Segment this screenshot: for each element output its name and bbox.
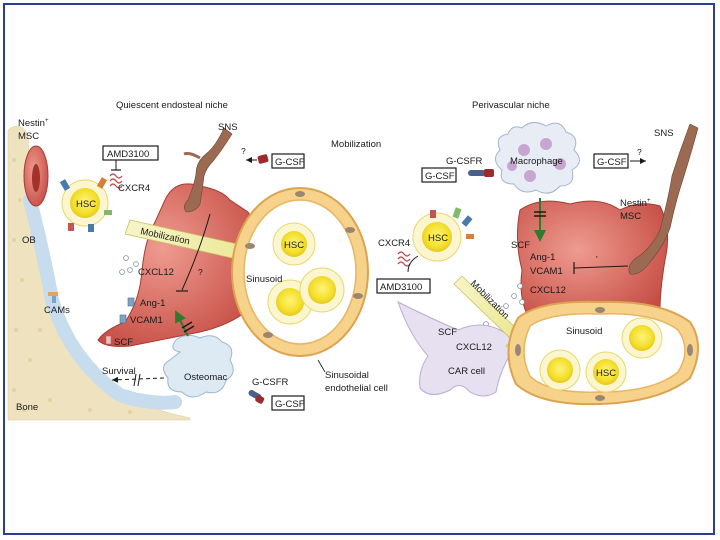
amd3100-box-left [102, 145, 159, 161]
mobilization-title: Mobilization [331, 139, 381, 150]
sns-nerve-left [184, 127, 233, 213]
hsc-cell-sinusoid-right-2 [585, 351, 627, 393]
macrophage-cell [495, 122, 580, 194]
cams-label: CAMs [44, 305, 70, 316]
gcsf-icon-left-top [257, 154, 269, 164]
hsc-cell-sinusoid-right-3 [621, 317, 663, 359]
sinusoidal-endo-label-2: endothelial cell [325, 383, 388, 394]
sinusoid-hsc-label-left: HSC [284, 240, 304, 251]
sinusoid-vessel-left [231, 187, 369, 357]
right-panel: Perivascular niche Macrophage G-CSFR G-C… [376, 100, 699, 406]
gcsf-box-right-right [593, 153, 629, 169]
sinusoid-label-left: Sinusoid [246, 274, 282, 285]
chemokine-dots-left [119, 255, 139, 275]
hsc-cell-sinusoid-left-3 [299, 267, 345, 313]
macrophage-label: Macrophage [510, 156, 563, 167]
gcsf-box-left-top [271, 153, 305, 169]
scf-label-right-top: SCF [511, 240, 530, 251]
survival-label: Survival [102, 366, 136, 377]
hsc-cell-sinusoid-right-1 [539, 349, 581, 391]
right-panel-title: Perivascular niche [472, 100, 550, 111]
inhibit-tick: ' [596, 254, 598, 264]
gcsf-label-right-right: G-CSF [597, 157, 627, 168]
left-panel: Nestin+ MSC OB CAMs Bone Quiescent endos… [7, 100, 388, 421]
amd3100-label-right: AMD3100 [380, 282, 422, 293]
hsc-label-left: HSC [76, 199, 96, 210]
sns-nerve-right [628, 123, 699, 275]
car-cell [397, 300, 515, 397]
bone-texture [12, 158, 132, 414]
gcsf-label-left-bottom: G-CSF [275, 399, 305, 410]
ligand-icons-left [105, 297, 135, 345]
cxcl12-label-right-top: CXCL12 [530, 285, 566, 296]
nestin-msc-label: Nestin+ [18, 118, 49, 129]
left-panel-title: Quiescent endosteal niche [116, 100, 228, 111]
vcam1-label-right: VCAM1 [530, 266, 563, 277]
q-label-left-2: ? [198, 267, 203, 277]
gcsfr-label-right: G-CSFR [446, 156, 483, 167]
bone-label: Bone [16, 402, 38, 413]
gcsf-label-left-top: G-CSF [275, 157, 305, 168]
osteomac-label: Osteomac [184, 372, 228, 383]
msc-label: MSC [18, 131, 39, 142]
car-cell-label: CAR cell [448, 366, 485, 377]
amd3100-box-right [376, 278, 431, 294]
nestin-msc-large-right [516, 200, 669, 325]
hsc-cell-left [59, 177, 112, 232]
msc-label-right: MSC [620, 211, 641, 222]
nestin-label-right: Nestin+ [620, 198, 651, 209]
hsc-cell-sinusoid-left-1 [272, 222, 316, 266]
osteomac-cell [163, 334, 234, 398]
gcsf-box-right-left [421, 167, 457, 183]
ang1-label-right: Ang-1 [530, 252, 555, 263]
scf-label-car: SCF [438, 327, 457, 338]
hsc-cell-right [412, 207, 474, 262]
sinusoid-label-right: Sinusoid [566, 326, 602, 337]
gcsfr-label-left: G-CSFR [252, 377, 289, 388]
sinusoid-hsc-label-right: HSC [596, 368, 616, 379]
sinusoidal-endo-label-1: Sinusoidal [325, 370, 369, 381]
cxcr4-receptor-icon-right [397, 251, 411, 267]
cxcl12-label-car: CXCL12 [456, 342, 492, 353]
q-label-left-1: ? [241, 146, 246, 156]
gcsf-label-right-left: G-CSF [425, 171, 455, 182]
cxcl12-label-left: CXCL12 [138, 267, 174, 278]
sns-label-right: SNS [654, 128, 674, 139]
sns-label-left: SNS [218, 122, 238, 133]
cxcr4-label-right: CXCR4 [378, 238, 410, 249]
q-label-right: ? [637, 147, 642, 157]
gcsf-icon-left-bottom [248, 390, 265, 404]
cams-receptor-icon [48, 292, 58, 303]
osteoblast-lining [23, 193, 182, 410]
scf-label-left: SCF [114, 337, 133, 348]
cxcr4-label-left: CXCR4 [118, 183, 150, 194]
ob-label: OB [22, 235, 36, 246]
ang1-label-left: Ang-1 [140, 298, 165, 309]
cxcr4-receptor-icon [109, 173, 123, 189]
hsc-label-right: HSC [428, 233, 448, 244]
gcsf-icon-right [468, 169, 494, 177]
amd3100-label-left: AMD3100 [107, 149, 149, 160]
vcam1-label-left: VCAM1 [130, 315, 163, 326]
gcsf-box-left-bottom [271, 395, 305, 411]
